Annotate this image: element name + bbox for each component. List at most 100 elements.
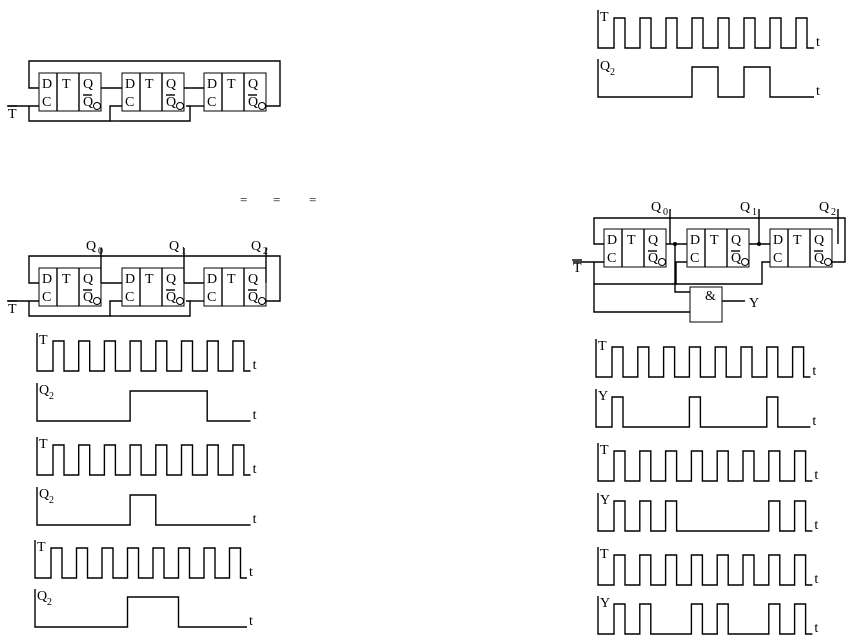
ring-a-ff2-c-label: C (207, 95, 216, 110)
ring-c-ff1-c-label: C (690, 251, 699, 266)
ring-b-ff2-qbar-label: Q (248, 290, 258, 305)
ring-b-q2-sub: 2 (263, 246, 268, 257)
ring-a-ff1-inv-bubble (176, 102, 184, 110)
br-clock-b-trace (597, 443, 813, 482)
ring-c-q0-label: Q (651, 200, 661, 215)
br-clock-c-label: T (600, 547, 609, 562)
and-gate (689, 286, 723, 323)
bl-clock-b-time-label: t (253, 462, 257, 477)
tr-q2-trace (597, 59, 814, 98)
ring-c-ff0-q-label: Q (648, 233, 658, 248)
bl-clock-c-trace (34, 540, 247, 579)
bl-q2-b-time-label: t (253, 512, 257, 527)
br-y-c-trace (597, 596, 813, 635)
bl-clock-b-label: T (39, 437, 48, 452)
bl-q2-a-label: Q (39, 383, 49, 398)
bl-q2-c-sub: 2 (47, 597, 52, 608)
bl-q2-c-time-label: t (249, 614, 253, 629)
tr-q2-label: Q (600, 59, 610, 74)
ring-b-ff0-t-label: T (62, 272, 71, 287)
ring-a-ff0-c-label: C (42, 95, 51, 110)
ring-a-ff2-q-label: Q (248, 77, 258, 92)
br-y-b-label: Y (600, 493, 610, 508)
bl-q2-a-trace (36, 383, 251, 422)
ring-b-ff2-c-label: C (207, 290, 216, 305)
ring-c-q1-label: Q (740, 200, 750, 215)
ring-c-ff0-inv-bubble (658, 258, 666, 266)
ring-c-ff0-box (603, 228, 667, 268)
bl-clock-a-trace (36, 333, 251, 372)
ring-c-ff2-d-label: D (773, 233, 783, 248)
ring-a-ff1-t-label: T (145, 77, 154, 92)
br-clock-a-time-label: t (812, 364, 816, 379)
br-clock-b-time-label: t (814, 468, 818, 483)
ring-c-ff2-qbar-label: Q (814, 251, 824, 266)
ring-b-ff2-d-label: D (207, 272, 217, 287)
equals-sign-1: = (273, 192, 280, 207)
ring-b-ff0-qbar-label: Q (83, 290, 93, 305)
ring-b-ff1-inv-bubble (176, 297, 184, 305)
br-y-c-time-label: t (814, 621, 818, 636)
ring-b-q2-label: Q (251, 239, 261, 254)
ring-c-ff1-qbar-label: Q (731, 251, 741, 266)
ring-c-ff2-q-label: Q (814, 233, 824, 248)
ring-c-ff0-t-label: T (627, 233, 636, 248)
br-clock-b-label: T (600, 443, 609, 458)
ring-c-q2-label: Q (819, 200, 829, 215)
ring-a-feedback (28, 60, 281, 107)
bl-clock-c-label: T (37, 540, 46, 555)
ring-c-ff2-t-label: T (793, 233, 802, 248)
ring-a-clk2back (120, 105, 191, 122)
and-in-clk (593, 284, 690, 313)
ring-c-ff0-d-label: D (607, 233, 617, 248)
ring-b-ff1-t-label: T (145, 272, 154, 287)
bl-q2-a-time-label: t (253, 408, 257, 423)
ring-a-ff0-q-label: Q (83, 77, 93, 92)
equals-sign-0: = (240, 192, 247, 207)
ring-b-ff1-c-label: C (125, 290, 134, 305)
ring-c-q0-sub: 0 (663, 207, 668, 218)
br-clock-c-time-label: t (814, 572, 818, 587)
ring-a-ff1-box (121, 72, 185, 112)
br-clock-c-trace (597, 547, 813, 586)
tr-q2-time-label: t (816, 84, 820, 99)
ring-a-ff1-q-label: Q (166, 77, 176, 92)
ring-b-q1-sub: 1 (181, 246, 186, 257)
bl-q2-b-label: Q (39, 487, 49, 502)
ring-b-ff0-inv-bubble (93, 297, 101, 305)
ring-a-ff1-d-label: D (125, 77, 135, 92)
br-y-a-trace (595, 389, 811, 428)
br-y-b-trace (597, 493, 813, 532)
ring-a-ff2-inv-bubble (258, 102, 266, 110)
ring-c-ff1-q-label: Q (731, 233, 741, 248)
and-out-label: Y (749, 296, 759, 311)
ring-b-q1-label: Q (169, 239, 179, 254)
and-gate-symbol: & (705, 289, 716, 304)
ring-b-ff1-box (121, 267, 185, 307)
br-clock-a-label: T (598, 339, 607, 354)
ring-a-ff0-box (38, 72, 102, 112)
ring-c-ff1-box (686, 228, 750, 268)
br-y-a-time-label: t (812, 414, 816, 429)
ring-a-ff2-box (203, 72, 267, 112)
br-clock-a-trace (595, 339, 811, 378)
ring-c-tbar: T (573, 261, 582, 276)
tr-clock-label: T (600, 10, 609, 25)
ring-a-ff0-t-label: T (62, 77, 71, 92)
ring-c-q1-sub: 1 (752, 207, 757, 218)
bl-q2-b-trace (36, 487, 251, 526)
ring-a-ff0-inv-bubble (93, 102, 101, 110)
ring-c-ff1-t-label: T (710, 233, 719, 248)
bl-clock-a-time-label: t (253, 358, 257, 373)
ring-c-ff1-d-label: D (690, 233, 700, 248)
ring-b-ff2-t-label: T (227, 272, 236, 287)
tr-clock-trace (597, 10, 814, 49)
ring-c-ff2-box (769, 228, 833, 268)
ring-c-clk2 (676, 261, 770, 285)
ring-a-ff1-qbar-label: Q (166, 95, 176, 110)
ring-b-ff0-d-label: D (42, 272, 52, 287)
ring-b-ff1-qbar-label: Q (166, 290, 176, 305)
ring-b-feedback (28, 255, 281, 302)
bl-clock-c-time-label: t (249, 565, 253, 580)
